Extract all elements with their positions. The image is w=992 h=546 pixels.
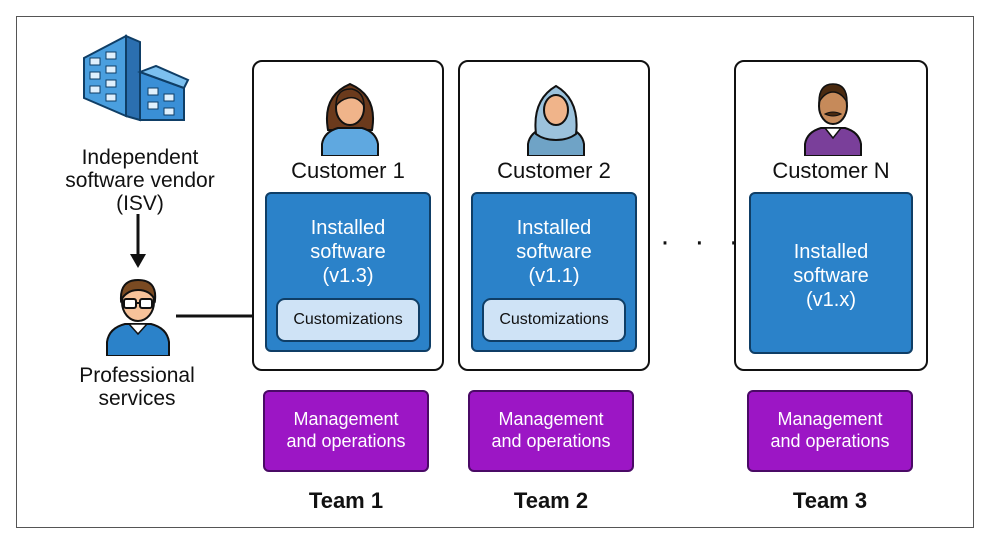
software-label-line: (v1.x) <box>806 289 856 311</box>
management-line: Management <box>498 409 604 429</box>
services-label: Professional services <box>62 364 212 410</box>
man-mustache-icon <box>804 83 862 156</box>
software-label-line: (v1.1) <box>528 265 580 287</box>
management-line: Management <box>777 409 883 429</box>
team-label: Team 1 <box>308 488 384 513</box>
management-operations-box: Management and operations <box>263 390 429 472</box>
person-with-glasses-icon <box>106 278 170 356</box>
management-line: and operations <box>286 431 406 451</box>
software-label-line: software <box>516 241 592 263</box>
team-label: Team 3 <box>792 488 868 513</box>
management-line: and operations <box>491 431 611 451</box>
installed-software-box: Installed software (v1.1) Customizations <box>471 192 637 352</box>
customer-card: Customer 1 Installed software (v1.3) Cus… <box>252 60 444 371</box>
software-label-line: Installed <box>310 217 386 239</box>
software-label-line: Installed <box>516 217 592 239</box>
woman-hijab-icon <box>527 84 585 156</box>
customer-name: Customer N <box>772 158 890 183</box>
customer-card: Customer N Installed software (v1.x) <box>734 60 928 371</box>
management-line: Management <box>293 409 399 429</box>
services-label-line: services <box>98 387 176 410</box>
arrow-down-icon <box>130 214 146 268</box>
customer-name: Customer 2 <box>497 158 611 183</box>
customer-name: Customer 1 <box>291 158 405 183</box>
vendor-label: Independent software vendor (ISV) <box>60 146 220 215</box>
software-label-line: Installed <box>793 241 869 263</box>
vendor-label-line: (ISV) <box>116 192 164 215</box>
software-label-line: software <box>310 241 386 263</box>
building-icon <box>83 34 190 122</box>
software-label: Installed software (v1.3) <box>267 216 429 288</box>
installed-software-box: Installed software (v1.x) <box>749 192 913 354</box>
software-label: Installed software (v1.x) <box>751 240 911 312</box>
software-label-line: software <box>793 265 869 287</box>
vendor-label-line: software vendor <box>65 169 215 192</box>
software-label-line: (v1.3) <box>322 265 374 287</box>
services-label-line: Professional <box>79 364 195 387</box>
woman-icon <box>321 82 379 156</box>
installed-software-box: Installed software (v1.3) Customizations <box>265 192 431 352</box>
team-label: Team 2 <box>513 488 589 513</box>
vendor-label-line: Independent <box>81 146 199 169</box>
management-operations-box: Management and operations <box>747 390 913 472</box>
customizations-box: Customizations <box>482 298 626 342</box>
customer-card: Customer 2 Installed software (v1.1) Cus… <box>458 60 650 371</box>
ellipsis: · · · <box>660 225 747 258</box>
management-line: and operations <box>770 431 890 451</box>
software-label: Installed software (v1.1) <box>473 216 635 288</box>
customizations-box: Customizations <box>276 298 420 342</box>
diagram-frame <box>16 16 974 528</box>
management-operations-box: Management and operations <box>468 390 634 472</box>
